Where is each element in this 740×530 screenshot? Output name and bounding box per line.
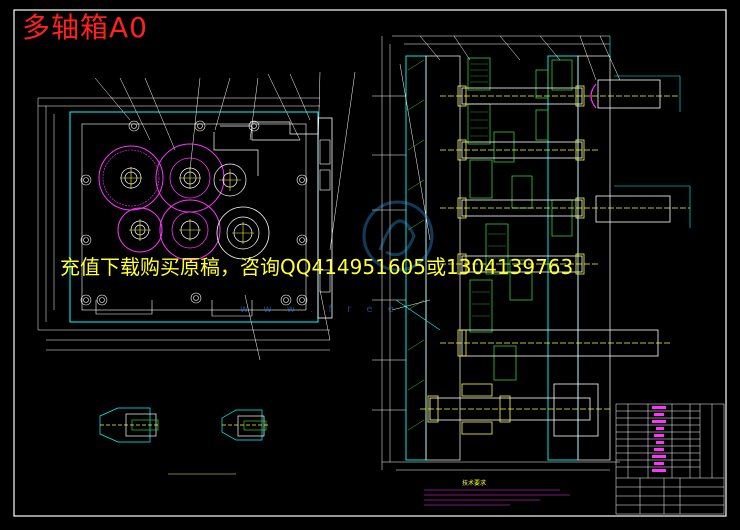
technical-requirements-title: 技术要求 (462, 480, 487, 487)
watermark-logo-icon (362, 200, 434, 272)
download-watermark-text: 充值下载购买原稿，咨询QQ414951605或1304139763 (60, 255, 574, 279)
drawing-title: 多轴箱A0 (22, 11, 148, 44)
front-view (37, 71, 356, 361)
title-block (615, 403, 725, 515)
drawing-frame (13, 9, 727, 517)
title-block-marks (652, 406, 666, 472)
svg-text:w w w . f r e e: w w w . f r e e (240, 304, 400, 315)
section-view (372, 35, 691, 471)
section-views (99, 407, 270, 443)
technical-notes (424, 489, 570, 506)
